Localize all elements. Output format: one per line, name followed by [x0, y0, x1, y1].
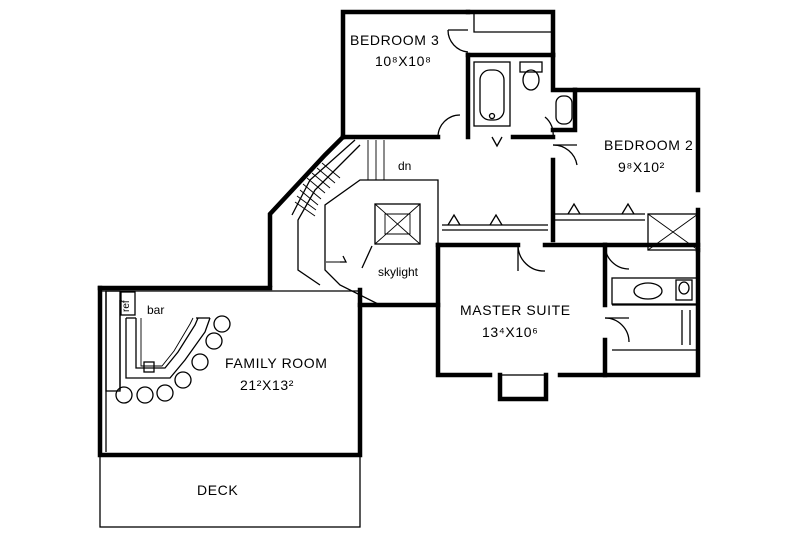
bedroom-3-label: BEDROOM 3: [350, 32, 439, 48]
deck-label: DECK: [197, 482, 238, 498]
hall-bath: [465, 52, 578, 148]
bar-stools: [115, 315, 231, 404]
bedroom-2-size: 9⁸X10²: [618, 159, 665, 175]
master-bath: [602, 213, 701, 378]
stairwell: [267, 133, 441, 308]
master-suite-label: MASTER SUITE: [460, 302, 571, 318]
deck-outline: [99, 454, 361, 528]
bedroom-3-size: 10⁸X10⁸: [375, 53, 432, 69]
ref-label: ref: [121, 300, 132, 312]
stair-treads: [294, 140, 385, 217]
family-room-size: 21²X13²: [240, 377, 294, 393]
bar-label: bar: [147, 303, 164, 317]
skylight-label: skylight: [378, 265, 419, 279]
bedroom-3-walls: [340, 9, 556, 140]
stairs-down-label: dn: [398, 159, 411, 173]
bar-counter: [125, 317, 211, 379]
upper-hall: [437, 114, 554, 138]
family-room-label: FAMILY ROOM: [225, 355, 328, 371]
bedroom-2-label: BEDROOM 2: [604, 137, 693, 153]
master-suite-size: 13⁴X10⁶: [482, 324, 538, 340]
family-room-walls: [97, 285, 363, 458]
